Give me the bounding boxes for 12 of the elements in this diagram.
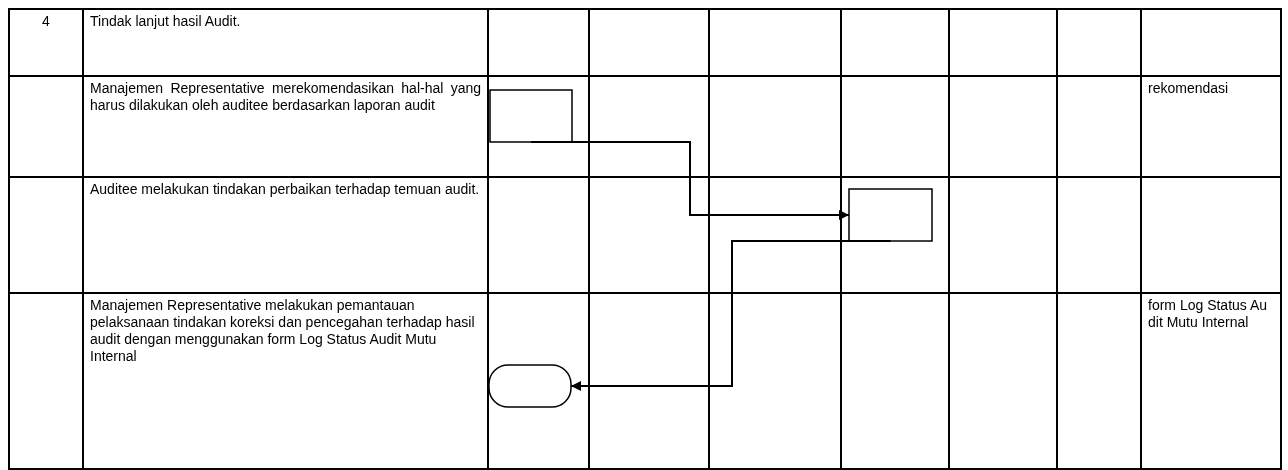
step-description: Auditee melakukan tindakan perbaikan terhadap temuan audit. <box>83 177 488 293</box>
output-document: rekomendasi <box>1141 76 1281 177</box>
terminator-shape <box>488 364 572 408</box>
step-heading: Tindak lanjut hasil Audit. <box>83 9 488 76</box>
process-box <box>489 89 573 143</box>
row-number: 4 <box>9 9 83 76</box>
process-box <box>848 188 933 242</box>
step-description: Manajemen Representative melakukan pemantauan pelaksanaan tindakan koreksi dan pencegahan terhadap hasil audit dengan menggunakan form Log Status Audit Mutu Internal <box>83 293 488 469</box>
arrow <box>530 141 850 220</box>
arrow <box>570 240 892 391</box>
output-document: form Log Status Audit Mutu Internal <box>1141 293 1281 469</box>
step-description: Manajemen Representative merekomendasikan hal-hal yang harus dilakukan oleh auditee berdasarkan laporan audit <box>83 76 488 177</box>
